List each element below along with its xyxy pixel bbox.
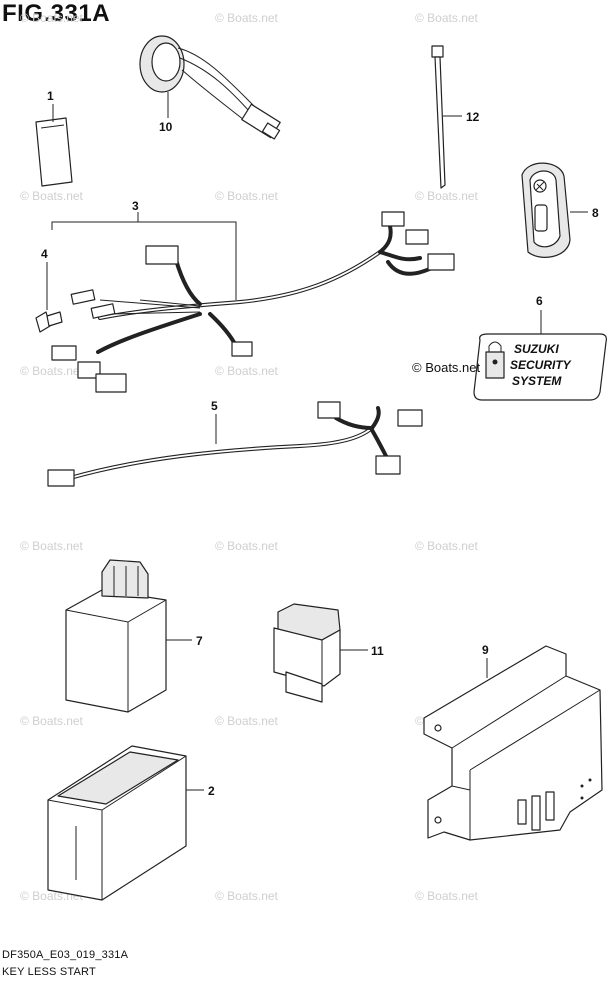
watermark: © Boats.net (20, 189, 84, 203)
watermark-layer: © Boats.net © Boats.net © Boats.net © Bo… (20, 11, 479, 903)
watermark: © Boats.net (215, 539, 279, 553)
part-1-label-card[interactable]: 1 (35, 89, 73, 187)
watermark: © Boats.net (415, 189, 479, 203)
watermark: © Boats.net (215, 714, 279, 728)
part-number-9: 9 (482, 643, 489, 657)
watermark: © Boats.net (20, 364, 84, 378)
part-2-holder[interactable]: 2 (47, 745, 215, 901)
part-9-receiver[interactable]: 9 (423, 643, 603, 841)
part-number-5: 5 (211, 399, 218, 413)
watermark: © Boats.net (20, 11, 84, 25)
watermark-copyright: © Boats.net (412, 360, 481, 375)
part-number-10: 10 (159, 120, 173, 134)
watermark: © Boats.net (215, 189, 279, 203)
part-number-7: 7 (196, 634, 203, 648)
part-number-1: 1 (47, 89, 54, 103)
part-6-security-sticker[interactable]: 6 SUZUKI SECURITY SYSTEM (473, 294, 607, 401)
part-number-11: 11 (371, 644, 384, 658)
part-3-main-harness[interactable]: 3 (51, 199, 455, 393)
watermark: © Boats.net (415, 889, 479, 903)
watermark: © Boats.net (215, 364, 279, 378)
part-number-8: 8 (592, 206, 599, 220)
part-4-screw[interactable]: 4 (35, 247, 63, 333)
part-number-3: 3 (132, 199, 139, 213)
watermark: © Boats.net (415, 11, 479, 25)
part-5-harness[interactable]: 5 (47, 399, 423, 487)
figure-code: DF350A_E03_019_331A (2, 949, 129, 961)
badge-line-2: SECURITY (510, 358, 572, 372)
badge-line-1: SUZUKI (514, 342, 559, 356)
part-11-relay[interactable]: 11 (273, 603, 384, 703)
watermark: © Boats.net (415, 539, 479, 553)
figure-title: FIG.331A (2, 0, 111, 27)
part-number-12: 12 (466, 110, 480, 124)
watermark: © Boats.net (20, 714, 84, 728)
part-10-antenna-coil[interactable]: 10 (139, 35, 281, 140)
part-number-6: 6 (536, 294, 543, 308)
part-12-cable-tie[interactable]: 12 (431, 45, 480, 189)
part-8-key-fob[interactable]: 8 (521, 162, 599, 258)
part-7-control-module[interactable]: 7 (65, 559, 203, 713)
watermark: © Boats.net (20, 539, 84, 553)
badge-line-3: SYSTEM (512, 374, 562, 388)
watermark: © Boats.net (215, 889, 279, 903)
part-number-4: 4 (41, 247, 48, 261)
figure-caption: KEY LESS START (2, 966, 96, 978)
part-number-2: 2 (208, 784, 215, 798)
watermark: © Boats.net (215, 11, 279, 25)
